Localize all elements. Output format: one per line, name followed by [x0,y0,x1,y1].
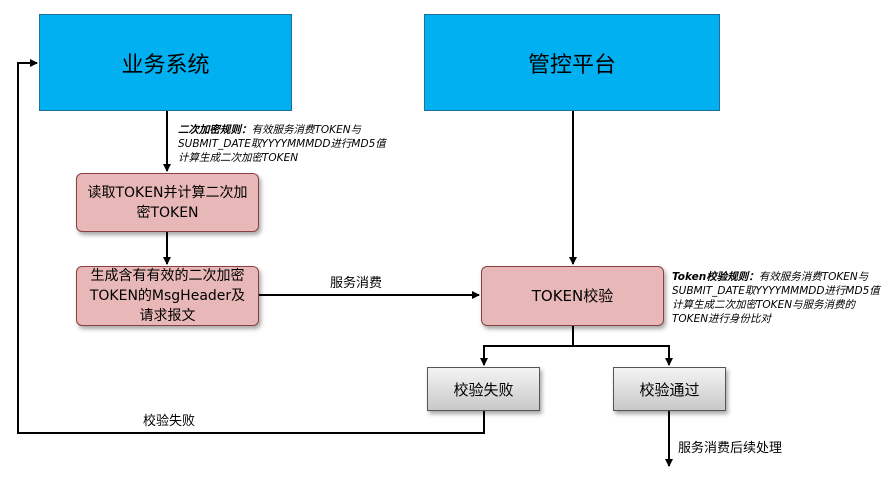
encrypt-rule-body: 有效服务消费TOKEN与SUBMIT_DATE取YYYYMMMDD进行MD5值计… [178,124,386,164]
control-platform-box: 管控平台 [424,14,720,111]
verify-rule-title: Token校验规则： [672,271,759,283]
verify-pass-box: 校验通过 [613,367,726,411]
encrypt-rule-note: 二次加密规则：有效服务消费TOKEN与SUBMIT_DATE取YYYYMMMDD… [178,123,388,165]
service-consume-label: 服务消费 [330,276,383,291]
business-system-box: 业务系统 [39,14,292,111]
verify-rule-note: Token校验规则：有效服务消费TOKEN与SUBMIT_DATE取YYYYMM… [672,270,882,326]
verify-fail-return-label: 校验失败 [143,414,196,429]
arrow-verify-branch [480,326,574,366]
arrow-fail-return [17,59,485,434]
service-followup-label: 服务消费后续处理 [678,441,783,456]
generate-header-box: 生成含有有效的二次加密TOKEN的MsgHeader及请求报文 [76,266,259,326]
token-verify-box: TOKEN校验 [481,266,664,326]
verify-rule-body: 有效服务消费TOKEN与SUBMIT_DATE取YYYYMMMDD进行MD5值计… [672,271,880,325]
read-token-box: 读取TOKEN并计算二次加密TOKEN [76,173,259,232]
encrypt-rule-title: 二次加密规则： [178,124,252,136]
arrow-verify-branch-pass [573,345,673,366]
verify-fail-box: 校验失败 [427,367,540,411]
